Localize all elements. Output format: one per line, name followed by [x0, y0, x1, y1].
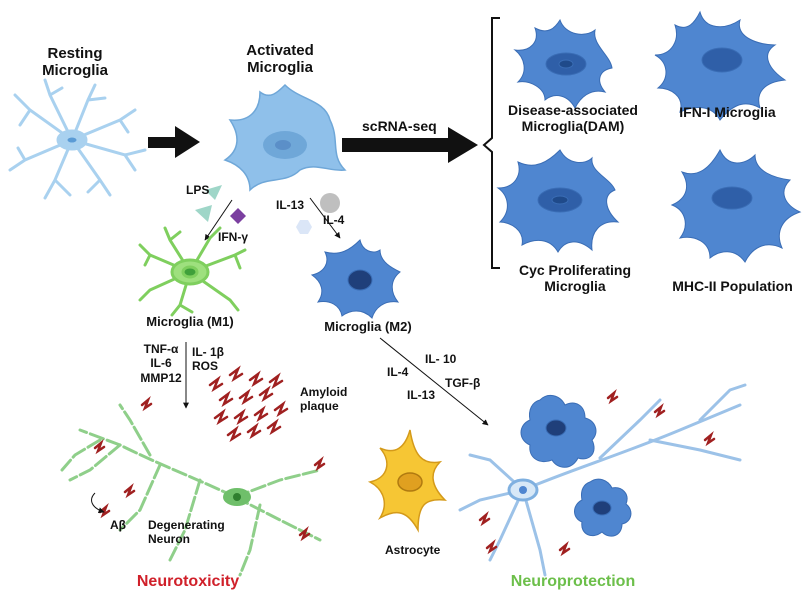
astrocyte-label: Astrocyte: [385, 543, 441, 557]
il4-symbol: [320, 193, 340, 213]
il13-label: IL-13: [276, 198, 305, 212]
ifn-i-label: IFN-I Microglia: [679, 104, 776, 120]
neurotoxicity-label: Neurotoxicity: [136, 573, 240, 590]
amyloid-plaque-label: Amyloid plaque: [300, 385, 348, 414]
arrow-m2-to-neuroprotection: [379, 337, 489, 426]
ifn-gamma-symbol: [230, 208, 246, 224]
m2-label: Microglia (M2): [324, 319, 412, 334]
il13-symbol: [296, 220, 312, 234]
il13-m2-label: IL-13: [407, 388, 436, 402]
scrna-seq-label: scRNA-seq: [362, 118, 437, 134]
il4-label: IL-4: [323, 213, 345, 227]
activation-arrow: [148, 126, 200, 158]
m1-label: Microglia (M1): [146, 314, 234, 329]
neuroprotection-label: Neuroprotection: [510, 573, 636, 590]
protected-abeta-fragments: [478, 389, 716, 557]
amyloid-plaque: [208, 365, 289, 443]
subtypes-bracket: [482, 17, 500, 269]
arrow-to-m1: [204, 199, 233, 241]
dam-microglia-cell: [513, 18, 613, 110]
scrna-seq-arrow: [342, 127, 478, 163]
m2-cells-near-neuron: [520, 394, 632, 537]
resting-microglia-label: Resting Microglia: [42, 45, 108, 80]
activated-microglia-cell: [223, 83, 347, 192]
tgf-beta-label: TGF-β: [445, 376, 481, 390]
dam-label: Disease-associated Microglia(DAM): [508, 102, 638, 135]
protected-neuron: [458, 383, 747, 577]
il4-m2-label: IL-4: [387, 365, 409, 379]
arrow-to-m2: [309, 197, 341, 239]
m1-cytokines-right: IL- 1β ROS: [192, 345, 224, 374]
m2-microglia-cell: [310, 238, 401, 319]
cyc-proliferating-microglia-cell: [496, 149, 620, 253]
degenerating-neuron-label: Degenerating Neuron: [148, 518, 225, 547]
m1-cytokines-left: TNF-α IL-6 MMP12: [140, 342, 182, 385]
resting-microglia-cell: [8, 78, 147, 200]
lps-symbols: [195, 185, 222, 222]
abeta-label: Aβ: [110, 518, 126, 532]
mhc-ii-microglia-cell: [670, 148, 802, 263]
cyc-proliferating-label: Cyc Proliferating Microglia: [518, 262, 632, 295]
astrocyte-cell: [367, 429, 448, 533]
il10-label: IL- 10: [425, 352, 457, 366]
ifn-gamma-label: IFN-γ: [218, 230, 248, 244]
activated-microglia-label: Activated Microglia: [246, 42, 314, 77]
mhc-ii-label: MHC-II Population: [672, 278, 793, 294]
lps-label: LPS: [186, 183, 210, 197]
m1-microglia-cell: [138, 226, 247, 317]
abeta-curved-arrow: [91, 492, 105, 514]
ifn-microglia-cell: [654, 10, 787, 121]
degenerating-neuron: [60, 403, 322, 577]
